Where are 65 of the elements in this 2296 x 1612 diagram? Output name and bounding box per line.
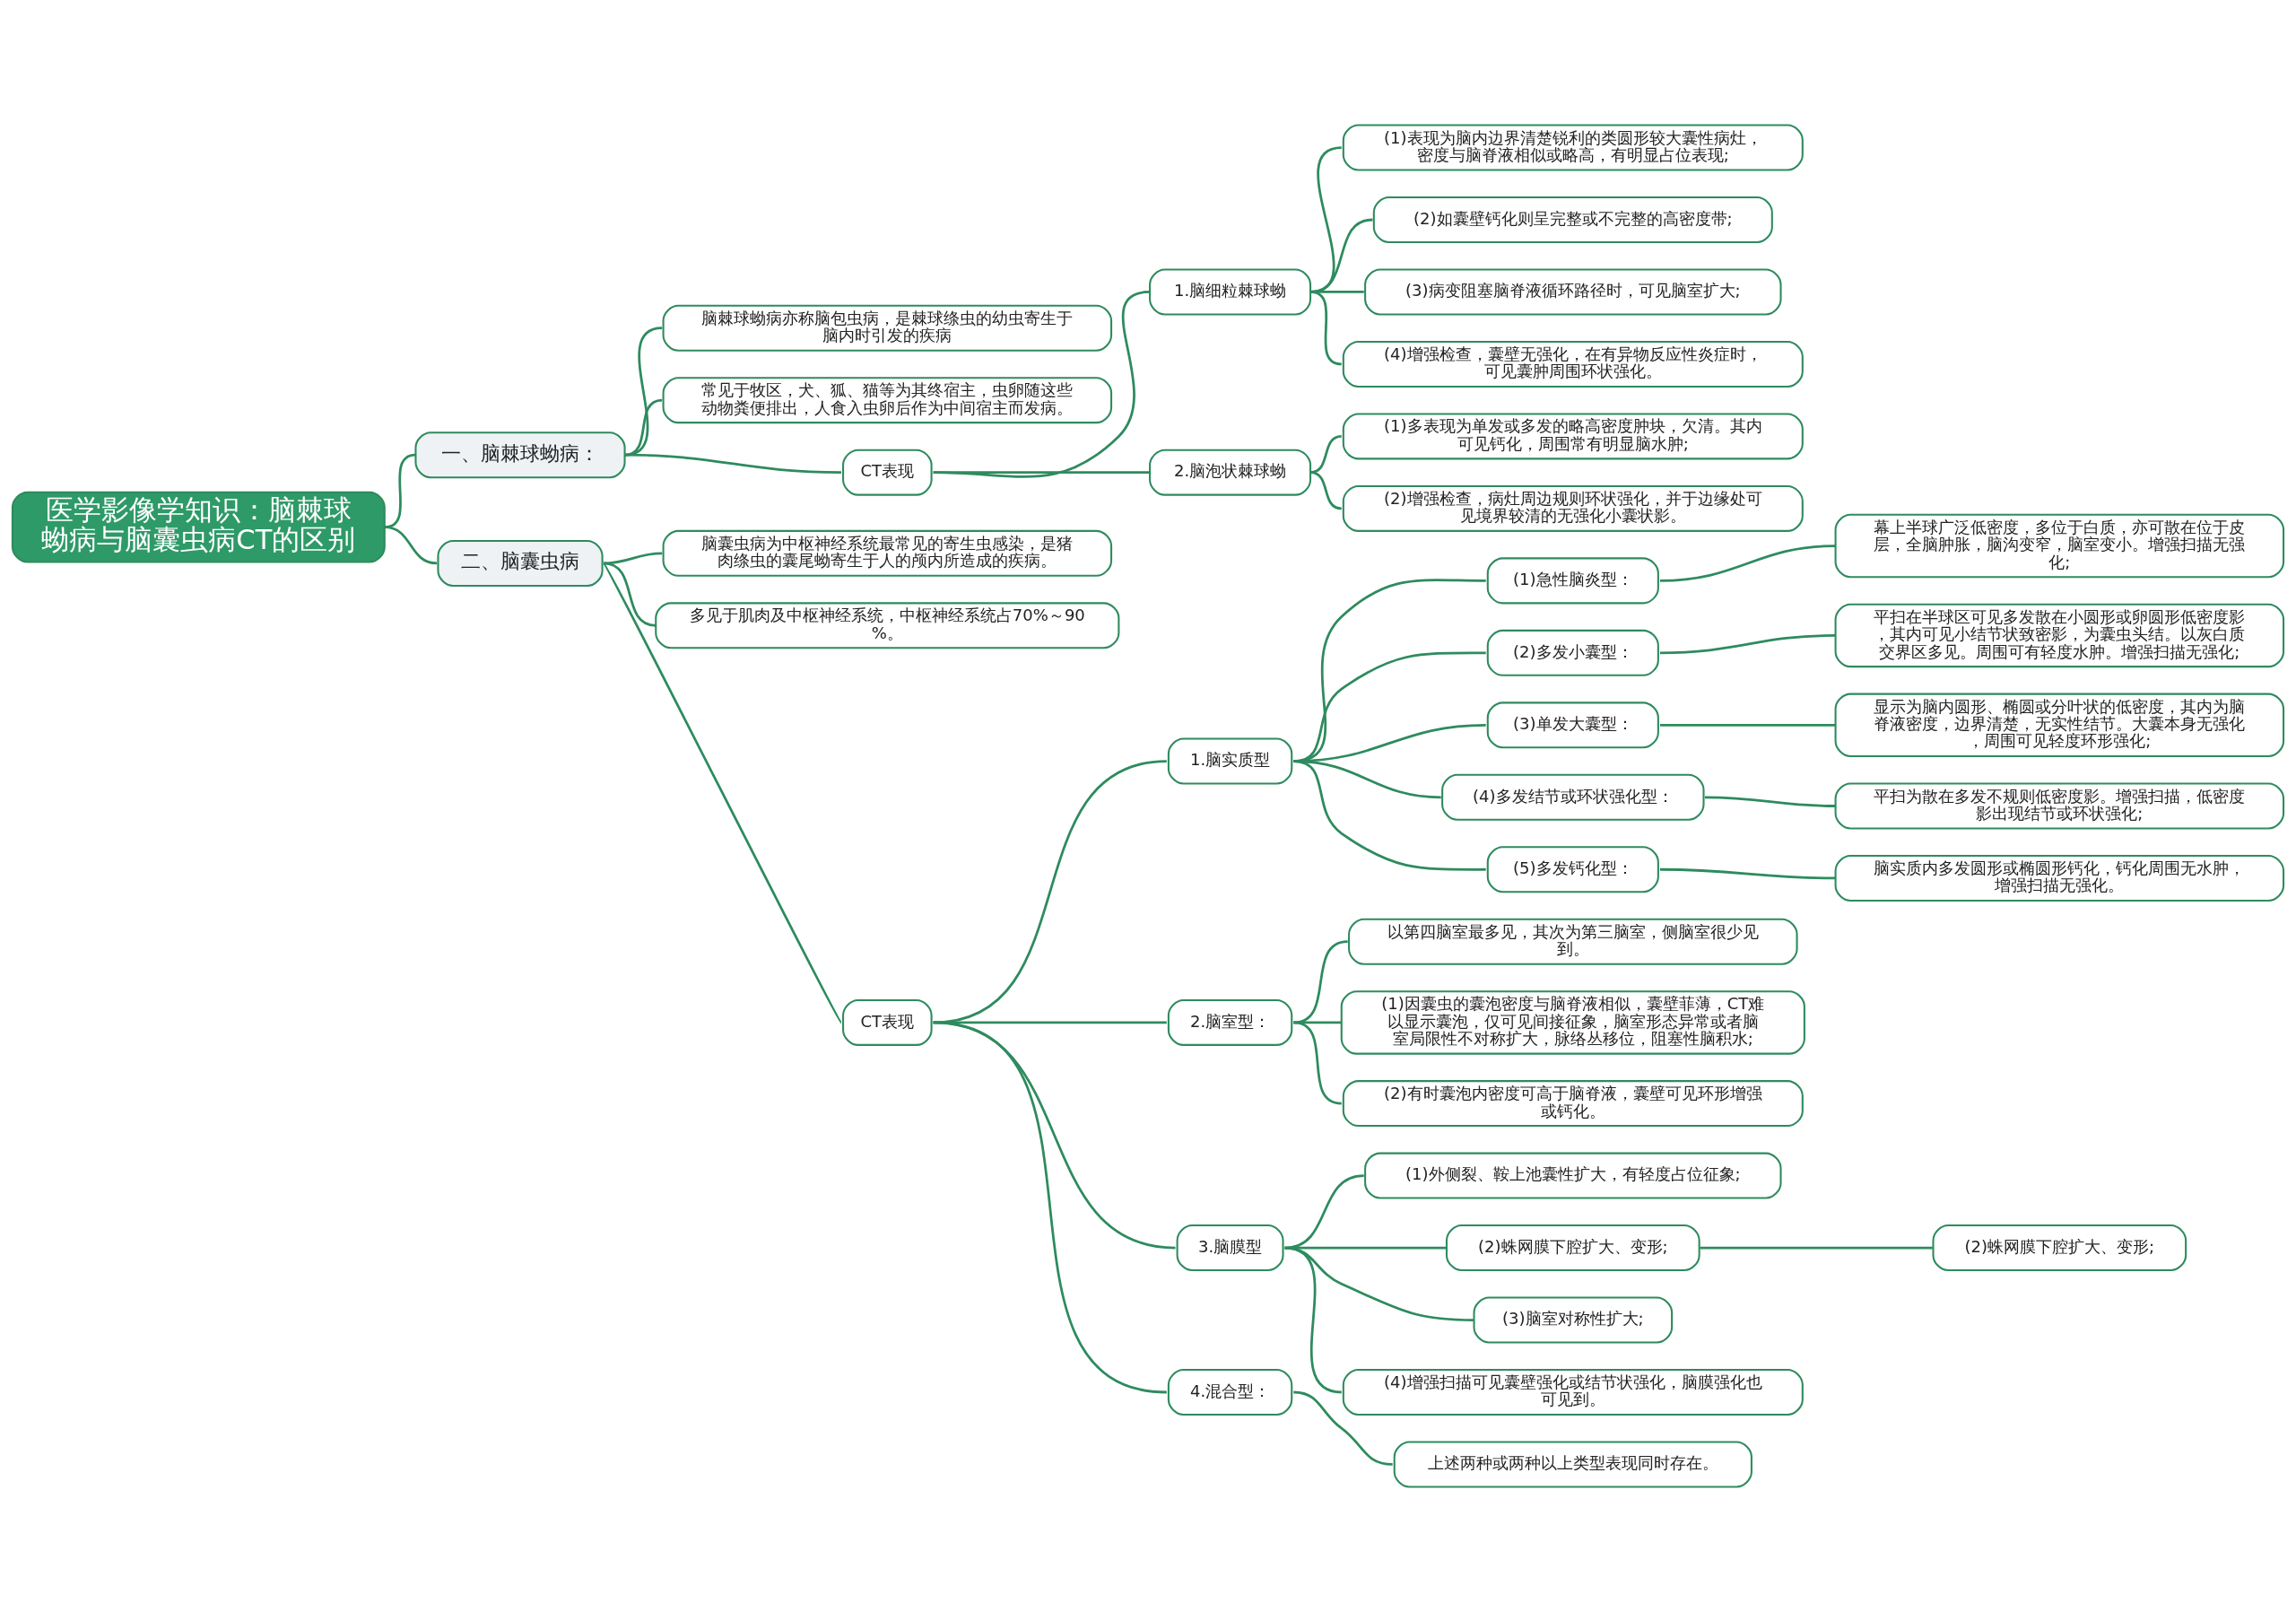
node-box: 幕上半球广泛低密度，多位于白质，亦可散在位于皮层，全脑肿胀，脑沟变窄，脑室变小。增强扫描无强化;: [1834, 513, 2285, 579]
connector: [933, 1021, 1168, 1394]
node-box: 显示为脑内圆形、椭圆或分叶状的低密度，其内为脑脊液密度，边界清楚，无实性结节。大囊本身无强化，周围可见轻度环形强化;: [1834, 693, 2285, 758]
connector: [1293, 940, 1348, 1024]
connector: [1284, 1246, 1343, 1394]
node-box: (3)病变阻塞脑脊液循环路径时，可见脑室扩大;: [1364, 268, 1782, 316]
node-box: 脑囊虫病为中枢神经系统最常见的寄生虫感染，是猪肉绦虫的囊尾蚴寄生于人的颅内所造成的疾病。: [662, 529, 1113, 577]
node-box: (1)因囊虫的囊泡密度与脑脊液相似，囊壁菲薄，CT难以显示囊泡，仅可见间接征象，脑室形态异常或者脑室局限性不对称扩大，脉络丛移位，阻塞性脑积水;: [1340, 990, 1805, 1055]
node-box: 上述两种或两种以上类型表现同时存在。: [1393, 1441, 1752, 1488]
node-box: 二、脑囊虫病: [437, 539, 604, 587]
node-box: (1)外侧裂、鞍上池囊性扩大，有轻度占位征象;: [1364, 1152, 1782, 1199]
node-box: 1.脑细粒棘球蚴: [1149, 268, 1312, 316]
node-box: 平扫在半球区可见多发散在小圆形或卵圆形低密度影，其内可见小结节状致密影，为囊虫头结。以灰白质交界区多见。周围可有轻度水肿。增强扫描无强化;: [1834, 603, 2285, 668]
connector: [603, 562, 657, 627]
node-box: (3)脑室对称性扩大;: [1473, 1296, 1674, 1344]
node-box: (4)多发结节或环状强化型：: [1441, 773, 1705, 821]
node-box: 医学影像学知识：脑棘球蚴病与脑囊虫病CT的区别: [11, 491, 386, 563]
node-box: (1)表现为脑内边界清楚锐利的类圆形较大囊性病灶，密度与脑脊液相似或略高，有明显占位表现;: [1342, 124, 1804, 171]
connector: [1293, 1021, 1342, 1105]
node-box: (4)增强扫描可见囊壁强化或结节状强化，脑膜强化也可见到。: [1342, 1369, 1804, 1416]
connector: [1704, 796, 1836, 807]
node-box: 常见于牧区，犬、狐、猫等为其终宿主，虫卵随这些动物粪便排出，人食入虫卵后作为中间宿主而发病。: [662, 377, 1113, 424]
connector: [1659, 545, 1836, 582]
connector: [1659, 867, 1836, 880]
node-box: 1.脑实质型: [1167, 737, 1293, 785]
node-box: 一、脑棘球蚴病：: [414, 431, 626, 479]
connector: [602, 562, 843, 1024]
connector: [603, 552, 663, 565]
connector: [624, 398, 663, 457]
node-box: 多见于肌肉及中枢神经系统，中枢神经系统占70%～90%。: [655, 602, 1120, 649]
connector: [384, 526, 438, 565]
connector: [624, 327, 663, 457]
node-box: (4)增强检查，囊壁无强化，在有异物反应性炎症时，可见囊肿周围环状强化。: [1342, 340, 1804, 388]
node-box: (2)有时囊泡内密度可高于脑脊液，囊壁可见环形增强或钙化。: [1342, 1080, 1804, 1128]
node-box: 脑棘球蚴病亦称脑包虫病，是棘球绦虫的幼虫寄生于脑内时引发的疾病: [662, 304, 1113, 352]
node-box: 3.脑膜型: [1176, 1224, 1284, 1272]
node-box: 脑实质内多发圆形或椭圆形钙化，钙化周围无水肿，增强扫描无强化。: [1834, 854, 2285, 902]
node-box: CT表现: [842, 449, 933, 496]
node-box: 2.脑室型：: [1167, 998, 1293, 1046]
connector: [933, 760, 1167, 1024]
node-box: (2)增强检查，病灶周边规则环状强化，并于边缘处可见境界较清的无强化小囊状影。: [1342, 484, 1804, 532]
node-box: 4.混合型：: [1167, 1369, 1293, 1416]
node-box: (2)蛛网膜下腔扩大、变形;: [1445, 1224, 1700, 1272]
node-box: CT表现: [842, 998, 933, 1046]
connector: [1309, 435, 1342, 475]
node-box: 2.脑泡状棘球蚴: [1149, 449, 1312, 496]
node-box: (3)单发大囊型：: [1486, 701, 1659, 749]
node-box: (2)如囊壁钙化则呈完整或不完整的高密度带;: [1372, 196, 1773, 243]
connector: [1293, 760, 1486, 871]
node-box: 以第四脑室最多见，其次为第三脑室，侧脑室很少见到。: [1348, 918, 1798, 965]
node-box: 平扫为散在多发不规则低密度影。增强扫描，低密度影出现结节或环状强化;: [1834, 782, 2285, 830]
connector: [624, 453, 841, 475]
connector: [1309, 471, 1342, 510]
node-box: (2)蛛网膜下腔扩大、变形;: [1932, 1224, 2187, 1272]
connector: [1293, 1390, 1393, 1466]
node-box: (5)多发钙化型：: [1486, 846, 1659, 893]
node-box: (2)多发小囊型：: [1486, 629, 1659, 676]
node-box: (1)急性脑炎型：: [1486, 557, 1659, 605]
connector: [1284, 1174, 1364, 1250]
connector: [1659, 634, 1836, 655]
connector: [933, 471, 1151, 475]
connector: [1659, 723, 1836, 727]
connector: [384, 453, 416, 529]
node-box: (1)多表现为单发或多发的略高密度肿块，欠清。其内可见钙化，周围常有明显脑水肿;: [1342, 413, 1804, 460]
connector: [1700, 1246, 1933, 1250]
